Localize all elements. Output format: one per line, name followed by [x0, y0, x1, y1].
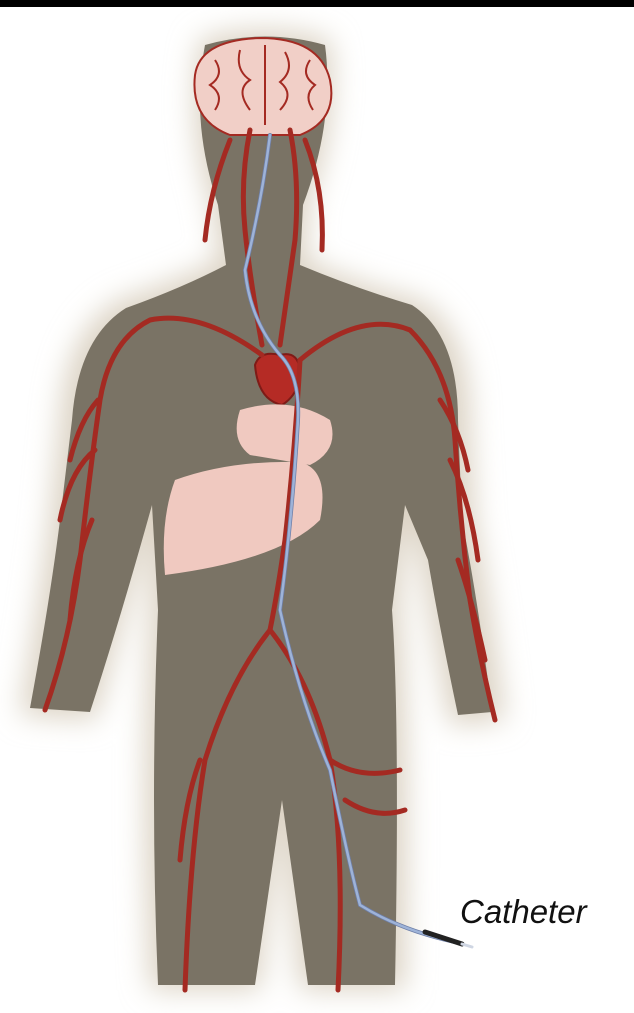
anatomy-illustration — [0, 7, 634, 1013]
brain — [194, 38, 331, 135]
catheter-label: Catheter — [460, 893, 587, 931]
top-border — [0, 0, 634, 7]
catheter-tip — [425, 932, 472, 947]
